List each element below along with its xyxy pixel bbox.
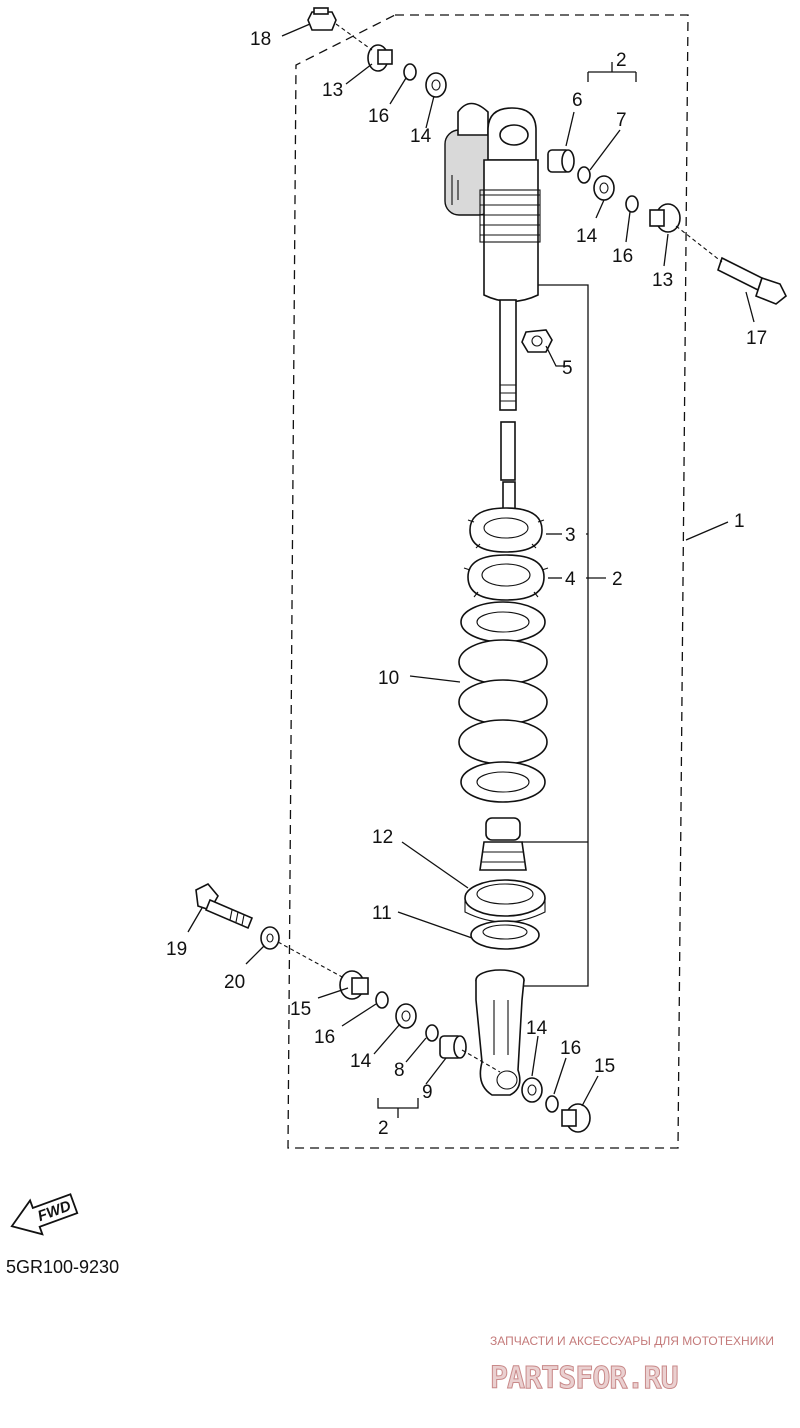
- callout-14: 14: [410, 126, 432, 147]
- callout-15: 15: [594, 1056, 615, 1077]
- watermark-caption: ЗАПЧАСТИ И АКСЕССУАРЫ ДЛЯ МОТОТЕХНИКИ: [490, 1334, 774, 1348]
- part-13-collar-right: [649, 203, 681, 233]
- callout-7: 7: [616, 110, 627, 131]
- callout-10: 10: [378, 668, 399, 689]
- part-15-collar-right: [561, 1103, 591, 1133]
- part-16-oring-lower-left: [375, 991, 389, 1009]
- part-14-bearing-lower-left: [395, 1003, 417, 1029]
- rod-segment: [500, 421, 516, 481]
- callout-9: 9: [422, 1082, 433, 1103]
- part-14-bearing-upper: [425, 72, 447, 98]
- part-7-clip: [577, 166, 591, 184]
- part-3-locknut: [467, 507, 545, 553]
- part-13-collar-upper: [367, 44, 393, 72]
- shock-body-upper: [444, 102, 541, 411]
- callout-12: 12: [372, 827, 393, 848]
- callout-14: 14: [526, 1018, 548, 1039]
- part-6-bushing: [547, 149, 575, 173]
- callout-16: 16: [560, 1038, 581, 1059]
- bump-rubber: [479, 817, 527, 871]
- part-18-cap-nut: [307, 7, 337, 31]
- part-9-bushing: [439, 1035, 467, 1059]
- part-4-adjuster-ring: [463, 554, 549, 601]
- callout-6: 6: [572, 90, 583, 111]
- part-16-oring-lower-right: [545, 1095, 559, 1113]
- watermark-brand: PARTSFOR.RU: [490, 1361, 678, 1396]
- callout-1: 1: [734, 511, 745, 532]
- part-12-spring-seat: [464, 879, 546, 923]
- callout-13: 13: [652, 270, 673, 291]
- callout-19: 19: [166, 939, 187, 960]
- part-14-bearing-lower-right: [521, 1077, 543, 1103]
- callout-3: 3: [565, 525, 576, 546]
- leader-lines: [187, 23, 755, 1118]
- part-15-collar-left: [339, 970, 369, 1000]
- callout-16: 16: [314, 1027, 335, 1048]
- callout-2: 2: [612, 569, 623, 590]
- fwd-arrow-icon: FWD: [10, 1193, 79, 1236]
- axis-line-upper: [335, 23, 723, 263]
- part-17-bolt: [717, 256, 788, 305]
- callout-18: 18: [250, 29, 271, 50]
- part-10-spring: [458, 601, 548, 803]
- part-16-oring-upper: [403, 63, 417, 81]
- part-11-guide: [470, 920, 540, 950]
- callout-16: 16: [368, 106, 389, 127]
- callout-2: 2: [378, 1118, 389, 1139]
- callout-14: 14: [350, 1051, 372, 1072]
- callout-4: 4: [565, 569, 576, 590]
- part-5-nut: [521, 329, 553, 353]
- part-20-washer: [260, 926, 280, 950]
- callout-11: 11: [372, 903, 392, 924]
- callout-20: 20: [224, 972, 245, 993]
- part-16-oring-right: [625, 195, 639, 213]
- diagram-part-code: 5GR100-9230: [6, 1257, 119, 1277]
- assembly-boundary: [287, 14, 689, 1149]
- callout-16: 16: [612, 246, 633, 267]
- callout-13: 13: [322, 80, 343, 101]
- callout-17: 17: [746, 328, 767, 349]
- callout-8: 8: [394, 1060, 405, 1081]
- lower-clevis: [475, 969, 525, 1096]
- part-14-bearing-right: [593, 175, 615, 201]
- callout-15: 15: [290, 999, 311, 1020]
- axis-line-lower: [277, 941, 501, 1073]
- callout-2: 2: [616, 50, 627, 71]
- callout-labels: 18 13 16 14 2 6 7 14 16 13 17 5 3 4 2 1 …: [166, 29, 767, 1139]
- part-19-bolt: [195, 883, 254, 930]
- callout-14: 14: [576, 226, 598, 247]
- part-8-clip: [425, 1024, 439, 1042]
- callout-5: 5: [562, 358, 573, 379]
